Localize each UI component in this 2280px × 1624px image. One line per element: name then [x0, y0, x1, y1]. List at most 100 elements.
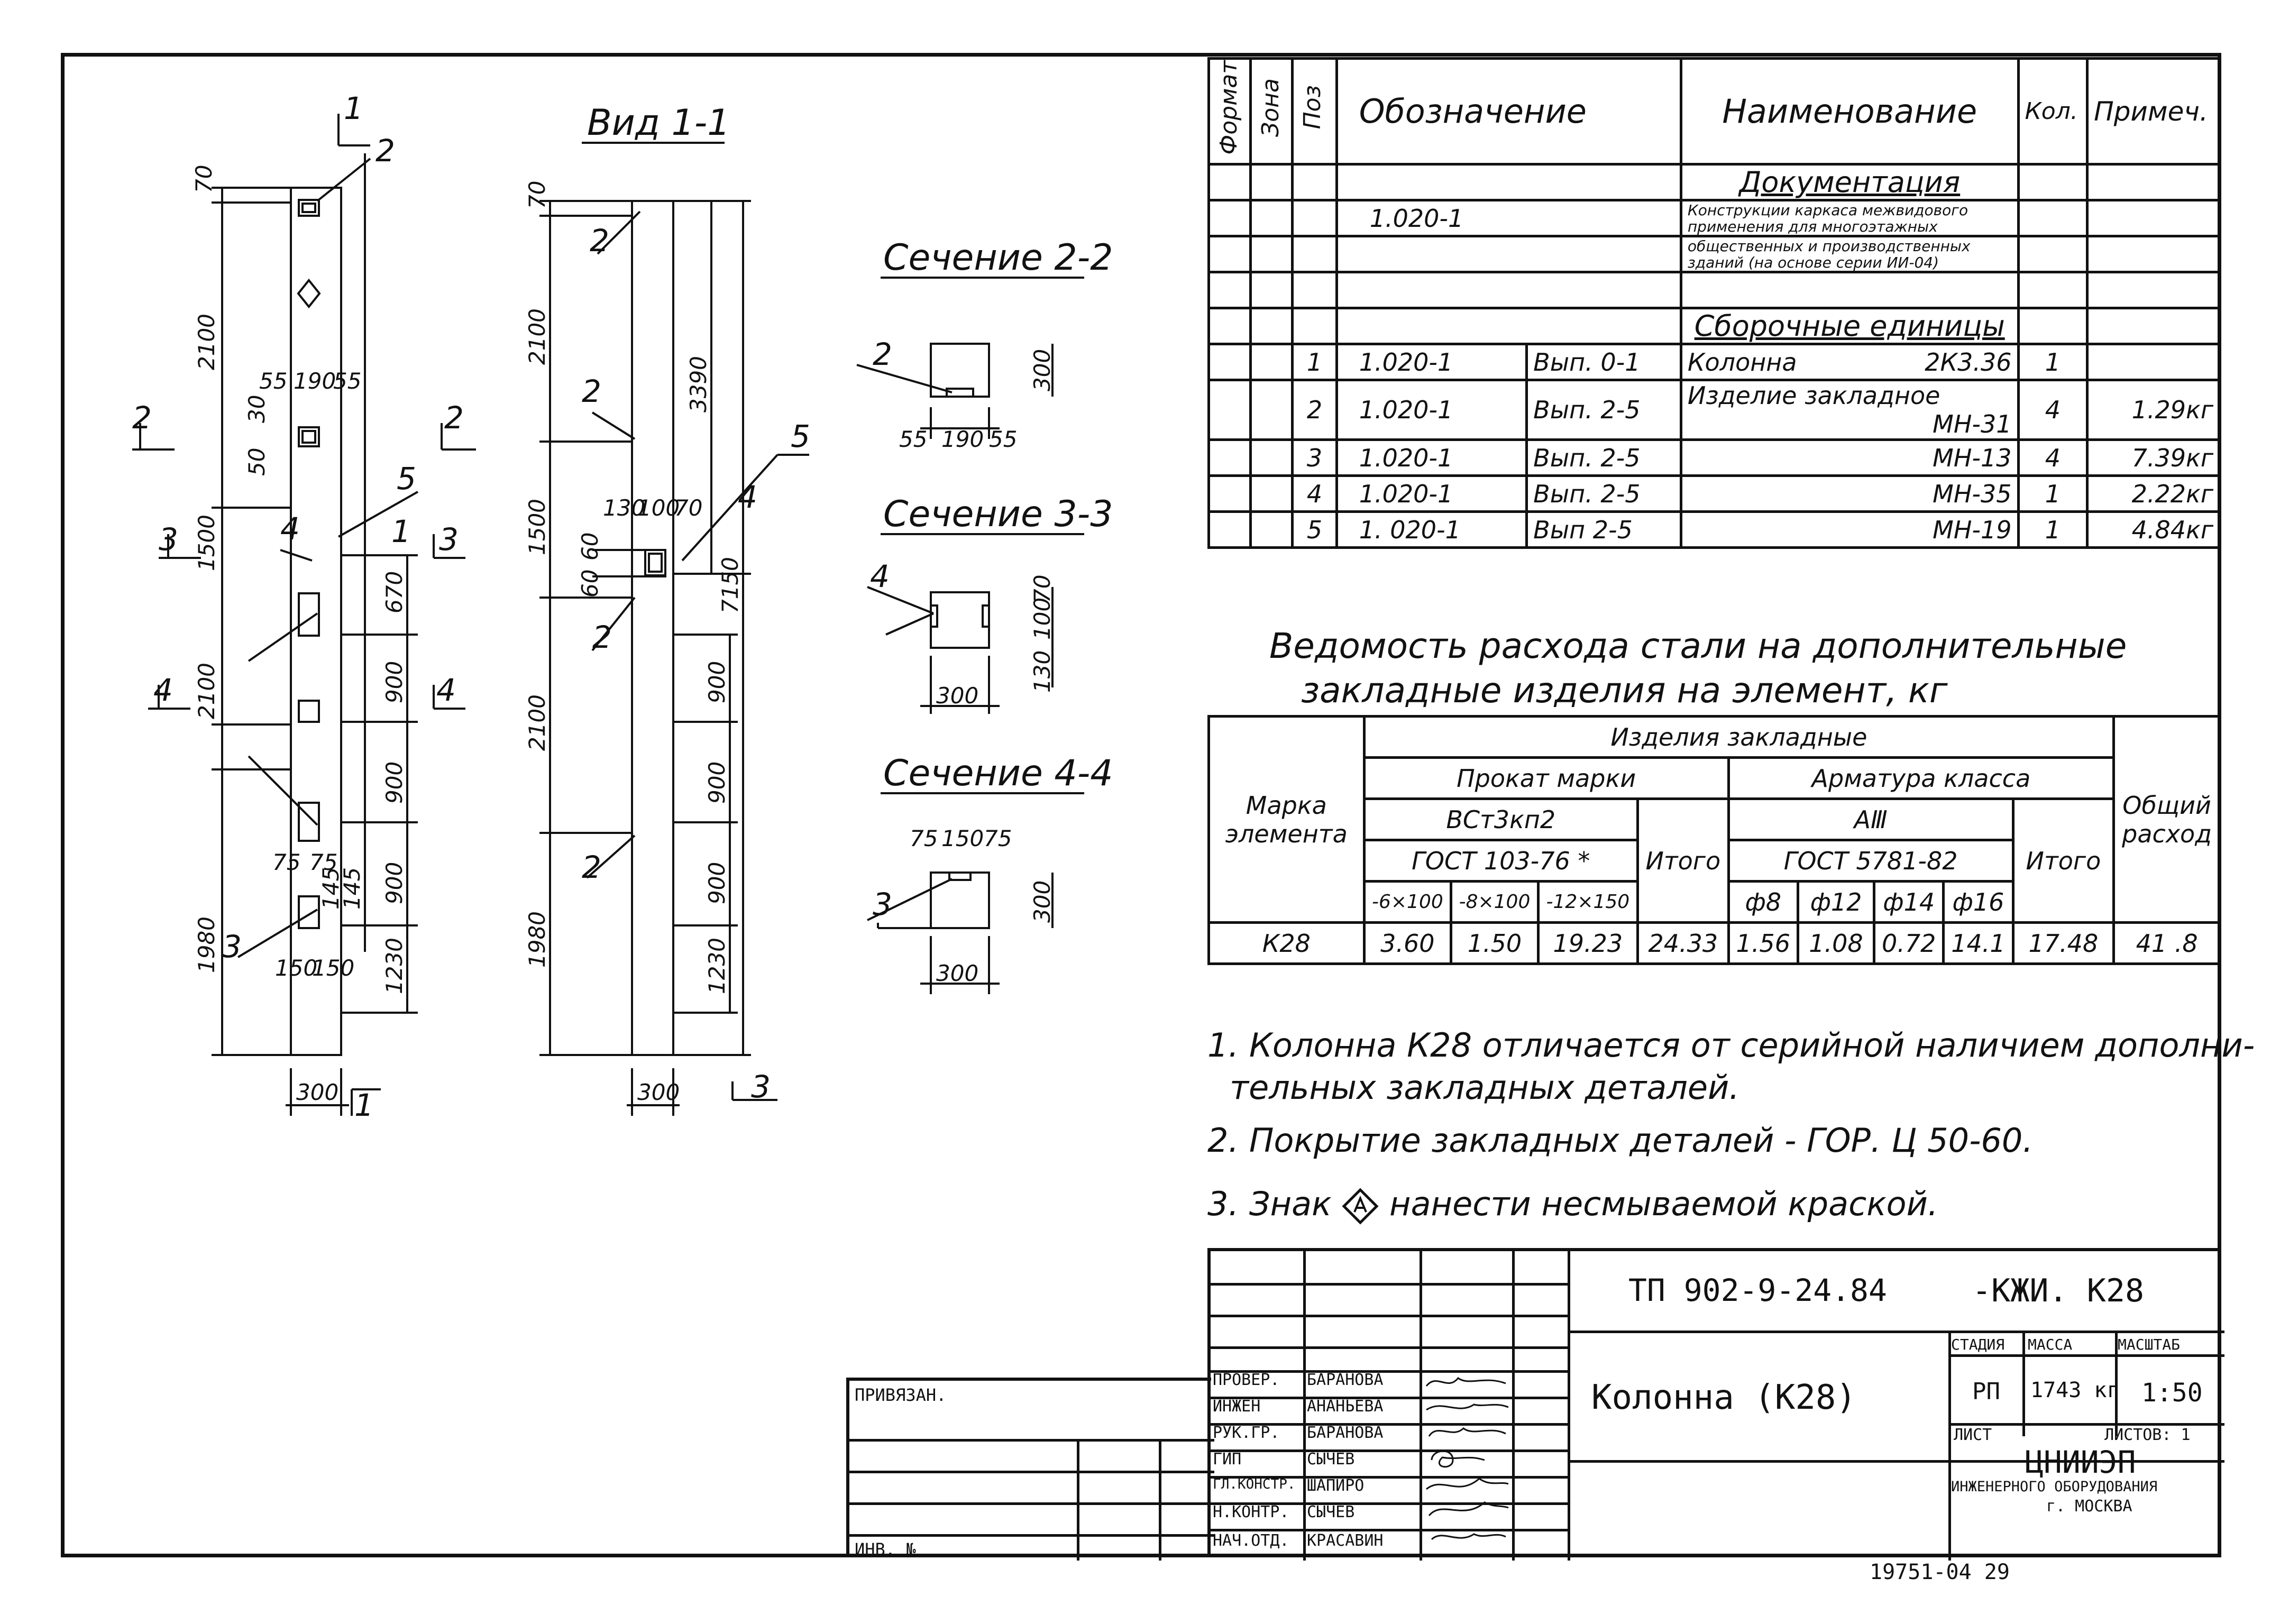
svg-text:900: 900 [704, 862, 730, 904]
label: 2 [590, 223, 609, 259]
label: 3 [159, 521, 178, 557]
svg-text:150: 150 [941, 825, 984, 851]
label: 3 [222, 929, 242, 965]
specification-table: Формат Зона Поз Обозначение Наименование… [1207, 57, 2221, 549]
svg-text:150: 150 [312, 955, 354, 981]
header-format: Формат [1215, 60, 1242, 155]
signatures [1425, 1377, 1509, 1540]
label: 2 [582, 849, 601, 885]
svg-text:75: 75 [309, 849, 337, 875]
section-documentation: Документация [1679, 163, 2020, 201]
svg-text:7150: 7150 [717, 557, 743, 613]
spec-row: 4 1.020-1 Вып. 2-5 МН-35 1 2.22кг [1207, 474, 2221, 513]
column-elevation-outline [290, 187, 342, 1056]
header-designation: Обозначение [1335, 57, 1682, 166]
label: 4 [280, 511, 300, 547]
label: 2 [592, 619, 612, 655]
section-3-3-title: Сечение 3-3 [883, 493, 1113, 535]
scale: 1:50 [2141, 1378, 2203, 1408]
svg-text:60: 60 [577, 533, 603, 561]
stage: РП [1972, 1378, 2000, 1405]
label: 3 [751, 1069, 771, 1105]
label: 3 [873, 886, 892, 922]
svg-text:900: 900 [381, 862, 407, 904]
drawing-code: -КЖИ. К28 [1972, 1272, 2145, 1309]
embedded-parts-header: Изделия закладные [1362, 715, 2116, 759]
label: 1 [391, 513, 411, 549]
svg-text:55: 55 [333, 368, 361, 394]
section-2-2-title: Сечение 2-2 [883, 237, 1113, 279]
svg-text:55: 55 [989, 426, 1017, 452]
label: 2 [444, 400, 464, 436]
header-zone: Зона [1257, 78, 1285, 137]
section-3-3-outline [930, 591, 990, 649]
project-number: ТП 902-9-24.84 [1628, 1272, 1887, 1308]
doc-description-2: общественных и производственных зданий (… [1679, 235, 2020, 273]
section-4-4-title: Сечение 4-4 [883, 753, 1113, 794]
svg-text:70: 70 [191, 165, 217, 193]
svg-text:900: 900 [704, 661, 730, 703]
svg-text:75: 75 [984, 825, 1012, 851]
svg-text:130: 130 [1029, 650, 1055, 693]
label: 5 [397, 461, 416, 497]
view-1-1-outline [631, 200, 674, 1056]
label: 4 [436, 672, 456, 708]
svg-text:70: 70 [1029, 575, 1055, 603]
svg-text:2100: 2100 [194, 663, 219, 719]
label: 2 [376, 133, 395, 169]
note-3: 3. Знак нанести несмываемой краской. [1207, 1185, 1938, 1225]
mass: 1743 кг [2030, 1378, 2120, 1402]
svg-text:100: 100 [1029, 598, 1055, 640]
svg-text:150: 150 [275, 955, 317, 981]
svg-text:300: 300 [1029, 349, 1055, 391]
svg-text:75: 75 [910, 825, 938, 851]
header-note: Примеч. [2086, 57, 2221, 166]
svg-text:300: 300 [936, 960, 978, 986]
svg-text:1230: 1230 [381, 938, 407, 994]
svg-text:670: 670 [381, 571, 407, 613]
svg-text:1500: 1500 [194, 515, 219, 571]
svg-text:60: 60 [577, 570, 603, 598]
header-name: Наименование [1679, 57, 2020, 166]
svg-text:70: 70 [524, 181, 550, 209]
svg-text:55: 55 [899, 426, 927, 452]
title-block: ТП 902-9-24.84 -КЖИ. К28 Колонна (К28) С… [1207, 1248, 2224, 1561]
spec-row: 5 1. 020-1 Вып 2-5 МН-19 1 4.84кг [1207, 510, 2221, 549]
label: 4 [870, 558, 890, 594]
svg-text:30: 30 [244, 395, 270, 423]
svg-text:130: 130 [603, 495, 645, 521]
label: 1 [344, 90, 363, 126]
label: 2 [582, 373, 601, 409]
svg-text:1980: 1980 [524, 911, 550, 968]
svg-text:300: 300 [637, 1079, 680, 1105]
org-name: ЦНИИЭП [2025, 1444, 2136, 1480]
label: 5 [791, 418, 810, 454]
svg-text:1500: 1500 [524, 499, 550, 555]
label: 4 [153, 672, 173, 708]
svg-text:300: 300 [936, 683, 978, 709]
svg-text:75: 75 [272, 849, 300, 875]
diamond-mark-icon [1342, 1188, 1379, 1225]
svg-text:300: 300 [296, 1079, 338, 1105]
svg-text:70: 70 [674, 495, 702, 521]
section-assembly: Сборочные единицы [1679, 307, 2020, 345]
element-name: Колонна (К28) [1591, 1378, 1856, 1417]
steel-row-k28: К28 3.60 1.50 19.23 24.33 1.56 1.08 0.72… [1207, 921, 2221, 965]
svg-text:190: 190 [294, 368, 336, 394]
note-1a: 1. Колонна К28 отличается от серийной на… [1207, 1026, 2255, 1065]
svg-text:3390: 3390 [685, 356, 711, 412]
doc-description-1: Конструкции каркаса межвидового применен… [1679, 199, 2020, 237]
view-title: Вид 1-1 [587, 102, 730, 144]
label: 4 [738, 479, 757, 515]
svg-text:2100: 2100 [524, 694, 550, 751]
svg-text:900: 900 [704, 761, 730, 804]
spec-row: 3 1.020-1 Вып. 2-5 МН-13 4 7.39кг [1207, 438, 2221, 477]
note-2: 2. Покрытие закладных деталей - ГОР. Ц 5… [1207, 1121, 2034, 1160]
note-1b: тельных закладных деталей. [1230, 1068, 1739, 1107]
svg-text:50: 50 [244, 448, 270, 476]
doc-code: 1.020-1 [1335, 199, 1682, 237]
steel-table-title: Ведомость расхода стали на дополнительны… [1269, 626, 2127, 711]
